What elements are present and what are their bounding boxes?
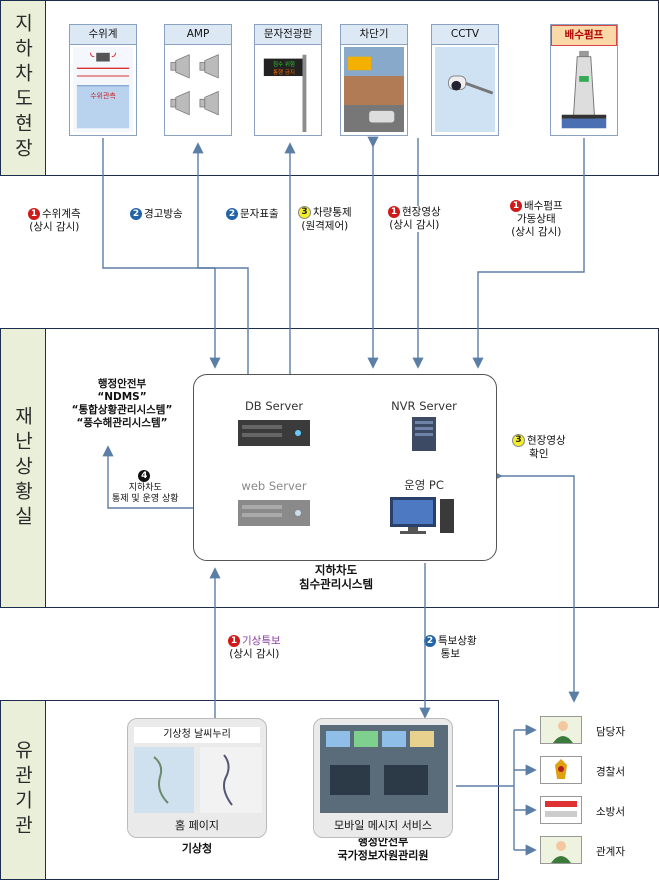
site-section-header: 지하차도현장 [1,1,46,175]
rack-server-icon [238,500,310,526]
person-icon [541,717,581,743]
recipient-police-label: 경찰서 [596,766,625,778]
control-room-section-header: 재난상황실 [1,329,46,607]
person-icon [541,837,581,863]
control-center-photo-icon [320,725,448,813]
db-server: DB Server [224,399,324,463]
device-drainage-pump: 배수펌프 [550,24,618,136]
device-barrier: 차단기 [340,24,408,136]
water-level-caption: 수위관측 [90,92,116,100]
device-cctv: CCTV [431,24,499,136]
fire-dept-icon [541,797,581,823]
flood-management-system-box: DB Server NVR Server web Server 운영 PC [193,374,497,561]
pump-tower-icon [561,50,607,129]
barrier-gate-icon [344,47,404,133]
kma-banner: 기상청 날씨누리 [134,727,260,743]
recipient-manager-label: 담당자 [596,726,625,738]
device-water-level-meter: 수위계 수위관측 [69,24,137,136]
weather-map-icon [134,747,262,813]
police-emblem-icon [541,757,581,783]
report-status-label: 4 지하차도 통제 및 운영 상황 [112,470,179,504]
recipient-manager [540,716,582,744]
kma-homepage-panel: 기상청 날씨누리 홈 페이지 [127,718,267,838]
device-amp: AMP [164,24,232,136]
nirs-message-panel: 모바일 메시지 서비스 [313,718,453,838]
recipient-official [540,836,582,864]
ndms-label: 행정안전부 “NDMS” “통합상황관리시스템” “풍수해관리시스템” [71,378,173,429]
nvr-server: NVR Server [374,399,474,463]
web-server: web Server [224,479,324,543]
recipient-fire-dept [540,796,582,824]
rack-server-icon [238,420,310,446]
system-name: 지하차도 침수관리시스템 [299,563,374,591]
agencies-section-header: 유관기관 [1,701,46,879]
desktop-pc-icon [390,497,454,534]
operation-pc: 운영 PC [374,477,474,541]
tower-server-icon [412,417,436,451]
recipient-official-label: 관계자 [596,846,625,858]
message-sign-icon [263,54,307,133]
nirs-name: 행정안전부 국가정보자원관리원 [337,835,429,862]
sign-bottom-text: 통행 금지 [273,70,295,76]
device-signboard: 문자전광판 침수 위험 통행 금지 [254,24,322,136]
kma-name: 기상청 [181,842,213,855]
recipient-fire-dept-label: 소방서 [596,806,625,818]
water-level-meter-icon [73,47,133,133]
recipient-police [540,756,582,784]
loudspeaker-icon [170,54,219,116]
cctv-camera-icon [435,47,495,133]
sign-top-text: 침수 위험 [273,62,295,68]
